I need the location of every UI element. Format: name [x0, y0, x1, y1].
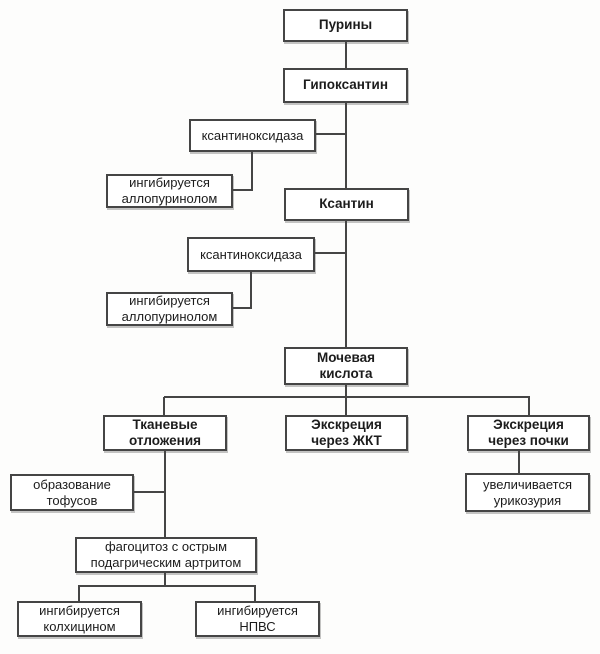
node-gipoksantin: Гипоксантин	[283, 68, 408, 103]
connector-pochki-urikozuriya	[518, 451, 520, 473]
connector-gipoksantin-ksantin	[345, 103, 347, 188]
connector-allopurinol2	[233, 307, 252, 309]
node-puriny: Пурины	[283, 9, 408, 42]
connector-ksantinoksidaza1-main	[316, 133, 345, 135]
connector-kolhicinom	[78, 586, 80, 601]
branch-line-top	[164, 396, 530, 398]
node-ekskreciya-zhkt: Экскреция через ЖКТ	[285, 415, 408, 451]
node-mochevaya-kislota: Мочевая кислота	[284, 347, 408, 385]
connector-ksantinoksidaza1-down	[251, 152, 253, 191]
connector-obrazovanie-tofusov	[134, 491, 165, 493]
connector-branch-tkanevye	[163, 397, 165, 415]
connector-branch-pochki	[528, 397, 530, 415]
node-ksantinoksidaza-2: ксантиноксидаза	[187, 237, 315, 272]
connector-allopurinol1	[233, 189, 253, 191]
connector-tkanevye-fagocitoz	[164, 451, 166, 537]
node-ksantin: Ксантин	[284, 188, 409, 221]
connector-npvs	[254, 586, 256, 601]
node-ingibiruetsya-allopurinolom-1: ингибируется аллопуринолом	[106, 174, 233, 208]
node-tkanevye-otlozheniya: Тканевые отложения	[103, 415, 227, 451]
connector-mochevaya-zhkt	[345, 385, 347, 415]
connector-puriny-gipoksantin	[345, 42, 347, 68]
connector-ksantinoksidaza2-main	[315, 252, 345, 254]
connector-ksantinoksidaza2-down	[250, 272, 252, 309]
connector-ksantin-mochevaya	[345, 221, 347, 347]
node-ingibiruetsya-npvs: ингибируется НПВС	[195, 601, 320, 637]
node-uvelichivaetsya-urikozuriya: увеличивается урикозурия	[465, 473, 590, 512]
node-ingibiruetsya-kolhicinom: ингибируется колхицином	[17, 601, 142, 637]
node-ekskreciya-pochki: Экскреция через почки	[467, 415, 590, 451]
node-fagocitoz: фагоцитоз с острым подагрическим артрито…	[75, 537, 257, 573]
branch-line-bottom	[78, 585, 256, 587]
connector-fagocitoz-down	[164, 573, 166, 586]
node-obrazovanie-tofusov: образование тофусов	[10, 474, 134, 511]
node-ksantinoksidaza-1: ксантиноксидаза	[189, 119, 316, 152]
node-ingibiruetsya-allopurinolom-2: ингибируется аллопуринолом	[106, 292, 233, 326]
